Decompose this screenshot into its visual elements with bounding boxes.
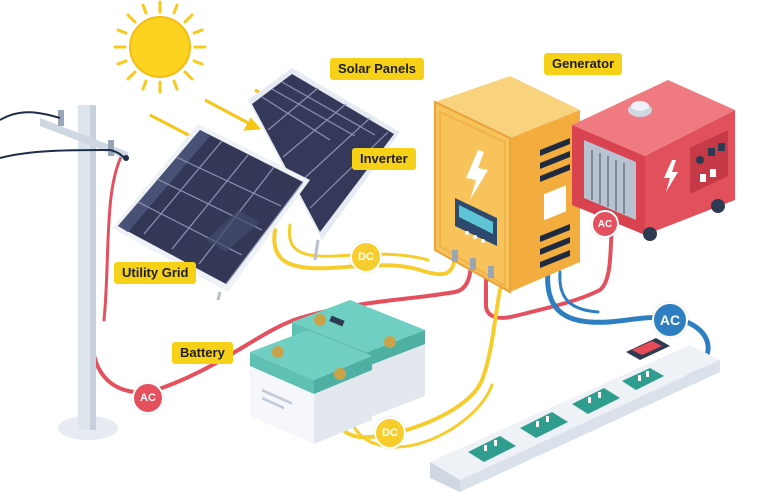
solar-panel-front <box>112 124 310 301</box>
sun-icon <box>113 0 207 94</box>
generator <box>572 80 735 241</box>
label-inverter: Inverter <box>352 148 416 170</box>
badge-ac-grid: AC <box>132 382 164 414</box>
badge-dc-battery: DC <box>374 417 406 449</box>
label-battery: Battery <box>172 342 233 364</box>
utility-pole <box>0 105 129 440</box>
power-strip <box>430 338 720 492</box>
inverter <box>434 76 580 294</box>
badge-dc-panels: DC <box>350 241 382 273</box>
outlet-socket <box>520 412 568 438</box>
lightning-icon <box>664 160 678 192</box>
label-solar-panels: Solar Panels <box>330 58 425 80</box>
outlet-socket <box>468 436 516 462</box>
label-generator: Generator <box>544 53 623 75</box>
outlet-socket <box>622 368 664 390</box>
lightning-icon <box>466 150 488 200</box>
outlet-socket <box>572 388 620 414</box>
badge-ac-outlet: AC <box>652 302 688 338</box>
label-utility-grid: Utility Grid <box>114 262 197 284</box>
battery-bank <box>250 300 425 444</box>
solar-panel-back <box>248 68 400 261</box>
badge-ac-generator: AC <box>591 210 619 238</box>
